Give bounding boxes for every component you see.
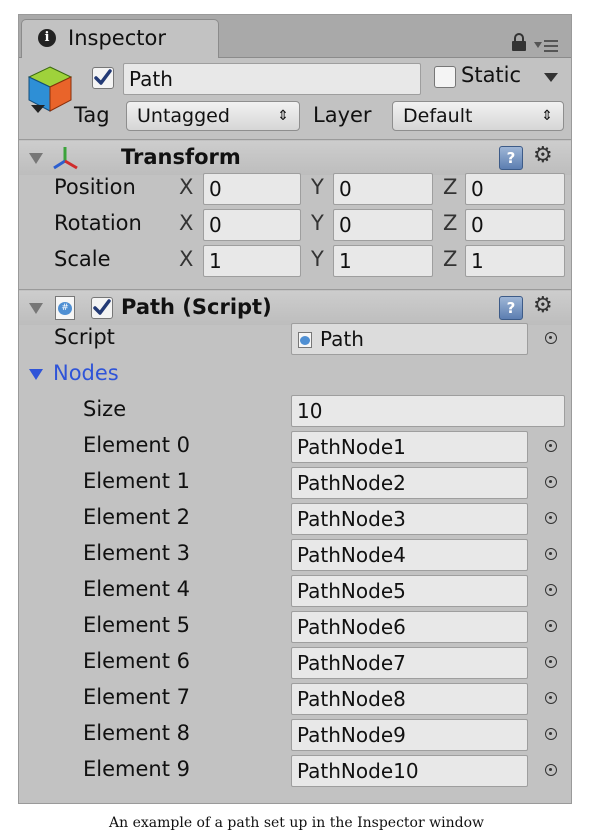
rotation-z-field[interactable]: 0 [465, 209, 565, 241]
element-field[interactable]: PathNode8 [291, 683, 528, 715]
foldout-arrow-icon[interactable] [29, 303, 43, 314]
object-picker-icon[interactable] [545, 476, 557, 488]
updown-icon: ⇕ [541, 108, 553, 124]
element-field[interactable]: PathNode6 [291, 611, 528, 643]
help-icon[interactable]: ? [499, 146, 523, 170]
transform-title: Transform [121, 145, 241, 169]
rotation-x-field[interactable]: 0 [203, 209, 301, 241]
axis-x-label: X [179, 175, 194, 199]
axis-x-label: X [179, 211, 194, 235]
transform-row-label: Position [54, 175, 136, 199]
size-field[interactable]: 10 [291, 395, 565, 427]
position-z-field[interactable]: 0 [465, 173, 565, 205]
element-label: Element 0 [83, 433, 190, 457]
object-picker-icon[interactable] [545, 656, 557, 668]
active-checkbox[interactable] [92, 67, 114, 89]
layer-value: Default [403, 105, 473, 127]
object-picker-icon[interactable] [545, 728, 557, 740]
tab-title: Inspector [68, 26, 166, 50]
foldout-arrow-icon[interactable] [29, 153, 43, 164]
axis-z-label: Z [443, 175, 458, 199]
position-x-field[interactable]: 0 [203, 173, 301, 205]
script-enabled-checkbox[interactable] [91, 297, 113, 319]
element-field[interactable]: PathNode2 [291, 467, 528, 499]
element-label: Element 6 [83, 649, 190, 673]
element-field[interactable]: PathNode4 [291, 539, 528, 571]
script-component-title: Path (Script) [121, 295, 272, 319]
csharp-script-icon [298, 332, 312, 348]
help-icon[interactable]: ? [499, 296, 523, 320]
object-picker-icon[interactable] [545, 548, 557, 560]
static-dropdown-arrow[interactable] [544, 73, 558, 82]
axis-x-label: X [179, 247, 194, 271]
element-label: Element 2 [83, 505, 190, 529]
updown-icon: ⇕ [277, 108, 289, 124]
axis-y-label: Y [311, 211, 324, 235]
transform-row-label: Scale [54, 247, 111, 271]
script-value: Path [320, 327, 364, 351]
path-script-header[interactable]: # Path (Script) ? ⚙ [19, 291, 571, 325]
element-label: Element 7 [83, 685, 190, 709]
lock-icon[interactable] [512, 33, 526, 51]
object-picker-icon[interactable] [545, 512, 557, 524]
menu-icon[interactable] [534, 39, 558, 53]
transform-header[interactable]: Transform ? ⚙ [19, 141, 571, 175]
layer-dropdown[interactable]: Default ⇕ [392, 101, 564, 131]
element-label: Element 9 [83, 757, 190, 781]
object-picker-icon[interactable] [545, 440, 557, 452]
element-field[interactable]: PathNode3 [291, 503, 528, 535]
info-icon: i [38, 29, 56, 47]
element-field[interactable]: PathNode9 [291, 719, 528, 751]
gameobject-icon [27, 65, 73, 117]
object-picker-icon[interactable] [545, 764, 557, 776]
nodes-label: Nodes [53, 361, 119, 385]
csharp-script-icon: # [55, 296, 75, 320]
scale-y-field[interactable]: 1 [333, 245, 433, 277]
axis-z-label: Z [443, 247, 458, 271]
static-label: Static [461, 63, 522, 87]
tab-inspector[interactable]: i Inspector [21, 19, 219, 58]
tag-label: Tag [74, 103, 110, 127]
object-picker-icon[interactable] [545, 692, 557, 704]
tag-value: Untagged [137, 105, 230, 127]
tag-dropdown[interactable]: Untagged ⇕ [126, 101, 300, 131]
layer-label: Layer [313, 103, 372, 127]
static-checkbox[interactable] [434, 66, 456, 88]
element-label: Element 8 [83, 721, 190, 745]
divider [19, 139, 571, 140]
element-label: Element 3 [83, 541, 190, 565]
inspector-window: i Inspector Path Static Tag Untagge [18, 14, 572, 804]
element-label: Element 5 [83, 613, 190, 637]
transform-row-label: Rotation [54, 211, 142, 235]
axis-z-label: Z [443, 211, 458, 235]
gameobject-name-field[interactable]: Path [123, 63, 421, 95]
object-picker-icon[interactable] [545, 332, 557, 344]
axis-y-label: Y [311, 175, 324, 199]
object-picker-icon[interactable] [545, 620, 557, 632]
element-label: Element 1 [83, 469, 190, 493]
gear-icon[interactable]: ⚙ [533, 293, 553, 318]
element-field[interactable]: PathNode1 [291, 431, 528, 463]
gear-icon[interactable]: ⚙ [533, 143, 553, 168]
tab-bar: i Inspector [19, 15, 571, 58]
script-field[interactable]: Path [291, 323, 528, 355]
scale-z-field[interactable]: 1 [465, 245, 565, 277]
foldout-arrow-icon [29, 369, 43, 380]
object-picker-icon[interactable] [545, 584, 557, 596]
element-label: Element 4 [83, 577, 190, 601]
divider [19, 289, 571, 290]
transform-icon [51, 145, 79, 171]
figure-caption: An example of a path set up in the Inspe… [109, 815, 484, 831]
element-field[interactable]: PathNode7 [291, 647, 528, 679]
element-field[interactable]: PathNode5 [291, 575, 528, 607]
scale-x-field[interactable]: 1 [203, 245, 301, 277]
size-label: Size [83, 397, 127, 421]
element-field[interactable]: PathNode10 [291, 755, 528, 787]
position-y-field[interactable]: 0 [333, 173, 433, 205]
rotation-y-field[interactable]: 0 [333, 209, 433, 241]
axis-y-label: Y [311, 247, 324, 271]
script-label: Script [54, 325, 115, 349]
